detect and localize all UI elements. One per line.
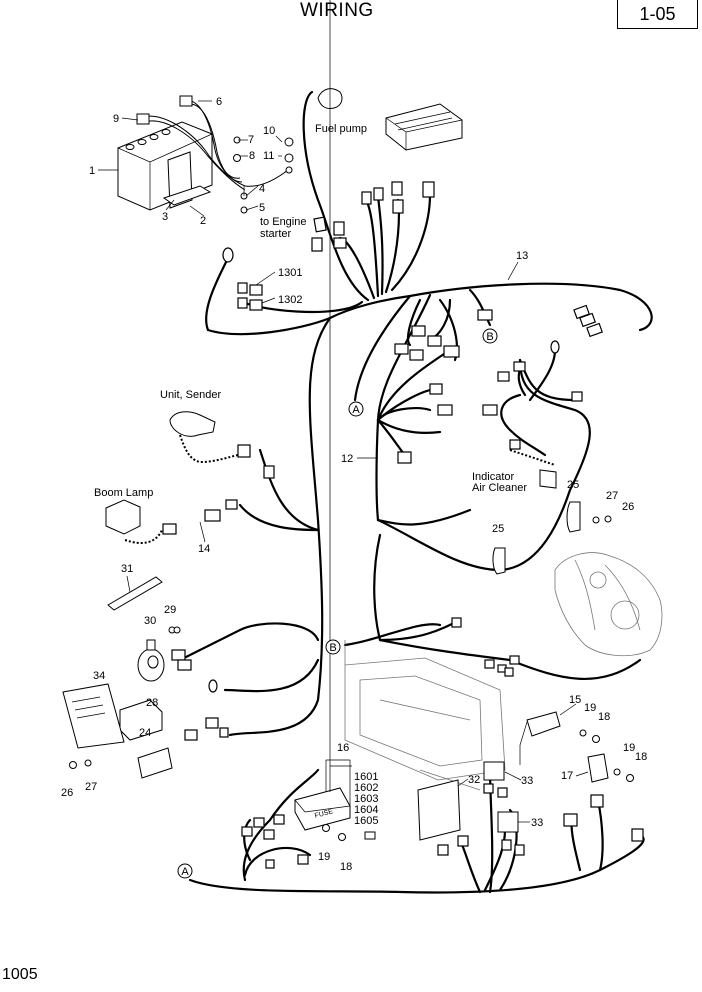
- label-boom-lamp: Boom Lamp: [94, 487, 153, 499]
- callout-9: 9: [113, 113, 119, 125]
- callout-32: 32: [468, 774, 480, 786]
- callout-4: 4: [259, 183, 265, 195]
- fuse-and-relays: [294, 711, 634, 841]
- callout-26-b: 26: [61, 787, 73, 799]
- label-unit-sender: Unit, Sender: [160, 389, 221, 401]
- callout-16: 16: [337, 742, 349, 754]
- engine-outline: [554, 552, 663, 657]
- callout-6: 6: [216, 96, 222, 108]
- label-air-cleaner: Air Cleaner: [472, 482, 527, 494]
- marker-a-bottom-label: A: [181, 866, 189, 878]
- leader-lines: [98, 0, 589, 823]
- callout-30: 30: [144, 615, 156, 627]
- callout-18-b: 18: [635, 751, 647, 763]
- callout-24: 24: [139, 727, 151, 739]
- connectors: [162, 181, 644, 869]
- callout-12: 12: [341, 453, 353, 465]
- callout-29: 29: [164, 604, 176, 616]
- horn-and-plate: [62, 626, 181, 779]
- callout-14: 14: [198, 543, 210, 555]
- callout-27-b: 27: [85, 781, 97, 793]
- marker-a-top: [348, 401, 364, 417]
- callout-25-b: 25: [492, 523, 504, 535]
- label-to-engine: to Engine: [260, 216, 306, 228]
- callout-11: 11: [263, 150, 274, 162]
- callout-1601: 1601: [354, 771, 378, 783]
- callout-33-a: 33: [521, 775, 533, 787]
- callout-17: 17: [561, 770, 573, 782]
- label-fuel-pump: Fuel pump: [315, 123, 367, 135]
- callout-19-c: 19: [318, 851, 330, 863]
- callout-19-a: 19: [584, 702, 596, 714]
- callout-28: 28: [146, 697, 158, 709]
- page-ref-box: 1-05: [617, 0, 698, 29]
- callout-31: 31: [121, 563, 133, 575]
- callout-15: 15: [569, 694, 581, 706]
- fuel-pump-area: [317, 88, 463, 151]
- callout-5: 5: [259, 202, 265, 214]
- callout-10: 10: [263, 125, 275, 137]
- callout-2: 2: [200, 215, 206, 227]
- callout-1603: 1603: [354, 793, 378, 805]
- callout-8: 8: [249, 150, 255, 162]
- label-fuse: FUSE: [314, 808, 334, 820]
- text-labels: Fuel pump to Engine starter Unit, Sender…: [94, 123, 527, 820]
- callout-1: 1: [89, 165, 95, 177]
- callout-13: 13: [516, 250, 528, 262]
- marker-b-bottom-label: B: [329, 642, 336, 654]
- marker-b-top-label: B: [486, 331, 493, 343]
- callout-1302: 1302: [278, 294, 302, 306]
- callout-1602: 1602: [354, 782, 378, 794]
- callout-18-a: 18: [598, 711, 610, 723]
- callout-26-a: 26: [622, 501, 634, 513]
- callout-19-b: 19: [623, 742, 635, 754]
- marker-a-top-label: A: [352, 404, 360, 416]
- callout-3: 3: [162, 211, 168, 223]
- callout-33-b: 33: [531, 817, 543, 829]
- connection-markers: A B B A: [177, 328, 498, 879]
- marker-a-bottom: [177, 863, 193, 879]
- callout-numbers: 1 2 3 4 5 6 7 8 9 10 11 12 13 14 15 16 1…: [61, 96, 647, 873]
- callout-1604: 1604: [354, 804, 378, 816]
- callout-18-c: 18: [340, 861, 352, 873]
- callout-34: 34: [93, 670, 105, 682]
- marker-b-top: [482, 328, 498, 344]
- main-harness: [178, 90, 653, 737]
- label-starter: starter: [260, 228, 292, 240]
- callout-7: 7: [248, 134, 254, 146]
- callout-1605: 1605: [354, 815, 378, 827]
- cab-frame: [344, 640, 506, 791]
- marker-b-bottom: [325, 639, 341, 655]
- page-title: WIRING: [300, 0, 374, 21]
- callout-1301: 1301: [278, 267, 302, 279]
- callout-27-a: 27: [606, 490, 618, 502]
- lower-harness: [188, 768, 645, 894]
- page-number: 1005: [2, 966, 38, 983]
- label-indicator: Indicator: [472, 471, 515, 483]
- callout-25-a: 25: [567, 479, 579, 491]
- unit-sender-and-boom-lamp: [105, 411, 239, 741]
- battery-assembly: [117, 95, 294, 214]
- indicator-and-clamps: [492, 449, 612, 575]
